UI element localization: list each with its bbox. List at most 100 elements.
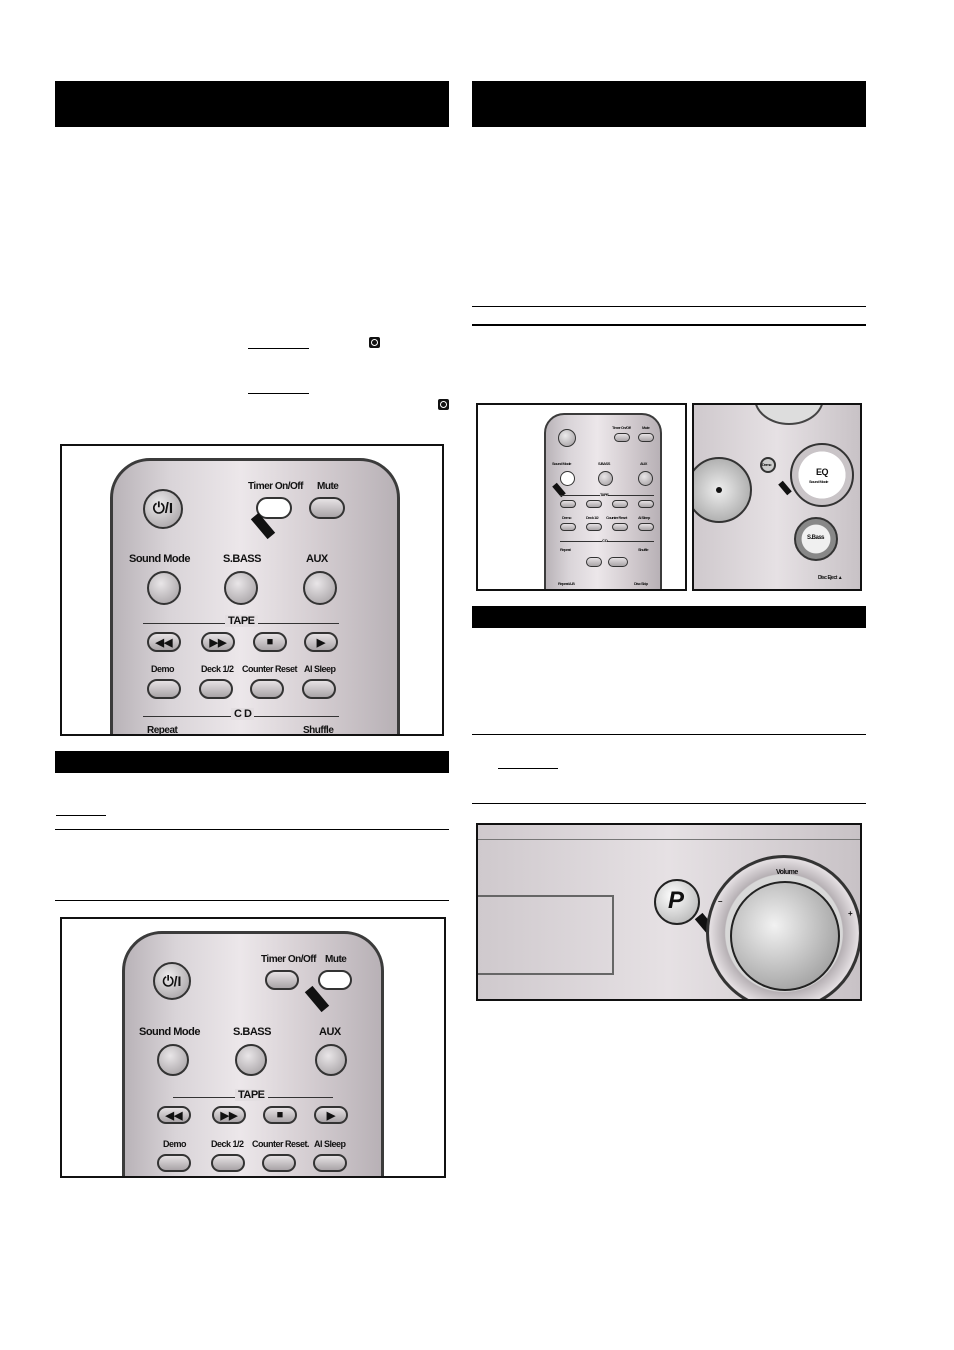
deck-button[interactable]: [199, 679, 233, 699]
p-button-label: P: [668, 887, 684, 914]
display-slot: [478, 895, 614, 975]
left-subsection-header-bar: [55, 751, 449, 773]
mute-label: Mute: [325, 954, 347, 965]
demo-button[interactable]: [157, 1154, 191, 1172]
counter-reset-button[interactable]: [612, 523, 628, 531]
play-icon: ▶: [326, 1110, 336, 1122]
sbass-button[interactable]: [235, 1044, 267, 1076]
jog-dial: [694, 457, 752, 523]
aux-button[interactable]: [638, 471, 653, 486]
deck-label: Deck 1/2: [211, 1139, 244, 1149]
volume-knob[interactable]: [730, 881, 840, 991]
right-section-header-bar: [472, 81, 866, 127]
sound-mode-label: Sound Mode: [552, 461, 572, 466]
ai-sleep-button[interactable]: [638, 523, 654, 531]
figure-volume-knob: P Volume – +: [476, 823, 862, 1001]
sound-mode-button[interactable]: [147, 571, 181, 605]
fast-forward-button[interactable]: ▶▶: [212, 1106, 246, 1124]
stop-button[interactable]: ■: [263, 1106, 297, 1124]
play-icon: ▶: [316, 637, 326, 649]
deck-label: Deck 1/2: [201, 664, 234, 674]
power-icon: ⏻/I: [162, 973, 182, 989]
demo-label: Demo: [163, 1139, 187, 1149]
timer-label: Timer On/Off: [612, 425, 631, 430]
left-underline-3: [56, 815, 106, 816]
power-button[interactable]: [558, 429, 576, 447]
stop-icon: ■: [276, 1109, 284, 1121]
sound-mode-label: Sound Mode: [129, 553, 191, 565]
stop-button-cd[interactable]: [586, 557, 602, 567]
rewind-button[interactable]: ◀◀: [157, 1106, 191, 1124]
right-subsection-header-bar: [472, 606, 866, 628]
fast-forward-button[interactable]: ▶▶: [201, 632, 235, 652]
power-button[interactable]: ⏻/I: [153, 962, 191, 1000]
eq-sub-label: Sound Mode: [809, 479, 829, 484]
right-rule-1: [472, 306, 866, 307]
rewind-icon: ◀◀: [155, 637, 173, 649]
play-button[interactable]: ▶: [304, 632, 338, 652]
right-underline-1: [498, 768, 558, 769]
play-pause-button-cd[interactable]: [608, 557, 628, 567]
aux-label: AUX: [306, 553, 328, 565]
remote-control: ⏻/I Timer On/Off Mute Sound Mode S.BASS …: [110, 458, 400, 734]
top-dial: [754, 405, 824, 425]
stop-icon: ■: [266, 636, 274, 648]
volume-label: Volume: [776, 869, 798, 876]
timer-label: Timer On/Off: [261, 954, 316, 965]
left-underline-2: [248, 393, 309, 394]
sound-mode-button[interactable]: [560, 471, 575, 486]
sbass-button[interactable]: [224, 571, 258, 605]
fast-forward-button[interactable]: [586, 500, 602, 508]
deck-button[interactable]: [211, 1154, 245, 1172]
rewind-button[interactable]: ◀◀: [147, 632, 181, 652]
mute-button[interactable]: [638, 433, 654, 442]
timer-on-off-button[interactable]: [265, 970, 299, 990]
demo-button[interactable]: [560, 523, 576, 531]
counter-reset-button[interactable]: [262, 1154, 296, 1172]
stop-button[interactable]: ■: [253, 632, 287, 652]
remote-control: ⏻/I Timer On/Off Mute Sound Mode S.BASS …: [122, 931, 384, 1176]
stop-button[interactable]: [612, 500, 628, 508]
figure-remote-timer: ⏻/I Timer On/Off Mute Sound Mode S.BASS …: [60, 444, 444, 736]
demo-button[interactable]: [147, 679, 181, 699]
eq-sound-mode-button[interactable]: EQ Sound Mode: [790, 443, 854, 507]
disc-skip-label: Disc Skip: [634, 581, 648, 586]
ai-sleep-button[interactable]: [302, 679, 336, 699]
ai-sleep-label: AI Sleep: [314, 1139, 346, 1149]
counter-reset-button[interactable]: [250, 679, 284, 699]
remote-control: Timer On/Off Mute Sound Mode S.BASS AUX …: [544, 413, 662, 589]
demo-label: Demo: [151, 664, 175, 674]
demo-label: Demo: [762, 462, 772, 467]
ai-sleep-label: AI Sleep: [304, 664, 336, 674]
figure-remote-sound-mode: Timer On/Off Mute Sound Mode S.BASS AUX …: [476, 403, 687, 591]
tape-label: TAPE: [235, 1089, 268, 1101]
volume-minus: –: [718, 897, 722, 906]
fast-forward-icon: ▶▶: [209, 637, 227, 649]
mute-label: Mute: [642, 425, 650, 430]
sbass-button[interactable]: [598, 471, 613, 486]
timer-on-off-button[interactable]: [256, 497, 292, 519]
power-button[interactable]: ⏻/I: [143, 489, 183, 529]
left-rule-1: [55, 829, 449, 830]
play-button[interactable]: [638, 500, 654, 508]
sbass-button[interactable]: S.Bass: [794, 517, 838, 561]
rewind-button[interactable]: [560, 500, 576, 508]
sound-mode-button[interactable]: [157, 1044, 189, 1076]
timer-label: Timer On/Off: [248, 481, 303, 492]
tape-label: TAPE: [600, 492, 609, 497]
left-section-header-bar: [55, 81, 449, 127]
mute-button[interactable]: [309, 497, 345, 519]
cd-label: C D: [231, 708, 255, 720]
ai-sleep-button[interactable]: [313, 1154, 347, 1172]
mute-button[interactable]: [318, 970, 352, 990]
demo-button[interactable]: [760, 457, 776, 473]
aux-button[interactable]: [303, 571, 337, 605]
timer-on-off-button[interactable]: [614, 433, 630, 442]
play-button[interactable]: ▶: [314, 1106, 348, 1124]
sbass-label: S.BASS: [223, 553, 261, 565]
p-button[interactable]: P: [654, 879, 700, 925]
aux-button[interactable]: [315, 1044, 347, 1076]
deck-button[interactable]: [586, 523, 602, 531]
volume-plus: +: [848, 909, 853, 918]
rewind-icon: ◀◀: [165, 1110, 183, 1122]
